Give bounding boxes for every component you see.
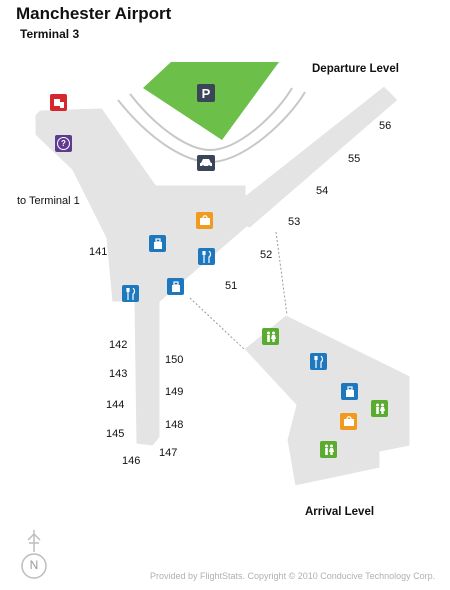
parking-icon[interactable]: P	[197, 84, 215, 102]
arrival-concourse	[243, 314, 411, 487]
shop-icon[interactable]	[196, 212, 213, 229]
gate-144: 144	[106, 399, 125, 411]
baggage-icon-arrival[interactable]	[341, 383, 358, 400]
gate-148: 148	[165, 419, 184, 431]
restaurant-icon-2[interactable]	[122, 285, 139, 302]
page-title: Manchester Airport	[16, 4, 172, 23]
gate-52: 52	[260, 249, 273, 261]
gate-143: 143	[109, 368, 128, 380]
gate-146: 146	[122, 455, 141, 467]
restroom-icon[interactable]	[262, 328, 279, 345]
restaurant-icon-arrival[interactable]	[310, 353, 327, 370]
connector-dotted-1	[189, 297, 245, 350]
page-subtitle: Terminal 3	[20, 27, 80, 41]
compass-north-label: N	[29, 558, 39, 572]
compass: N	[20, 530, 48, 582]
restroom-icon-3[interactable]	[320, 441, 337, 458]
baggage-icon[interactable]	[149, 235, 166, 252]
gate-142: 142	[109, 339, 128, 351]
gate-54: 54	[316, 185, 329, 197]
gate-141: 141	[89, 246, 108, 258]
gate-56: 56	[379, 120, 392, 132]
restroom-icon-2[interactable]	[371, 400, 388, 417]
connector-dotted-2	[275, 231, 288, 316]
baggage-icon-2[interactable]	[167, 278, 184, 295]
restaurant-icon[interactable]	[198, 248, 215, 265]
taxi-icon[interactable]	[197, 155, 215, 171]
departure-level-label: Departure Level	[312, 63, 399, 75]
gate-53: 53	[288, 216, 301, 228]
access-road-inner	[129, 87, 293, 152]
gate-145: 145	[106, 428, 125, 440]
gate-147: 147	[159, 447, 178, 459]
gate-150: 150	[165, 354, 184, 366]
to-terminal-1-label: to Terminal 1	[17, 195, 80, 207]
north-arrow-icon	[21, 530, 47, 579]
help-icon[interactable]: ?	[55, 135, 72, 152]
gate-149: 149	[165, 386, 184, 398]
arrival-level-label: Arrival Level	[305, 506, 375, 518]
credit-text: Provided by FlightStats. Copyright © 201…	[150, 571, 436, 581]
gate-51: 51	[225, 280, 238, 292]
shop-icon-arrival[interactable]	[340, 413, 357, 430]
ticket-counter-icon[interactable]	[50, 94, 67, 111]
gate-55: 55	[348, 153, 361, 165]
